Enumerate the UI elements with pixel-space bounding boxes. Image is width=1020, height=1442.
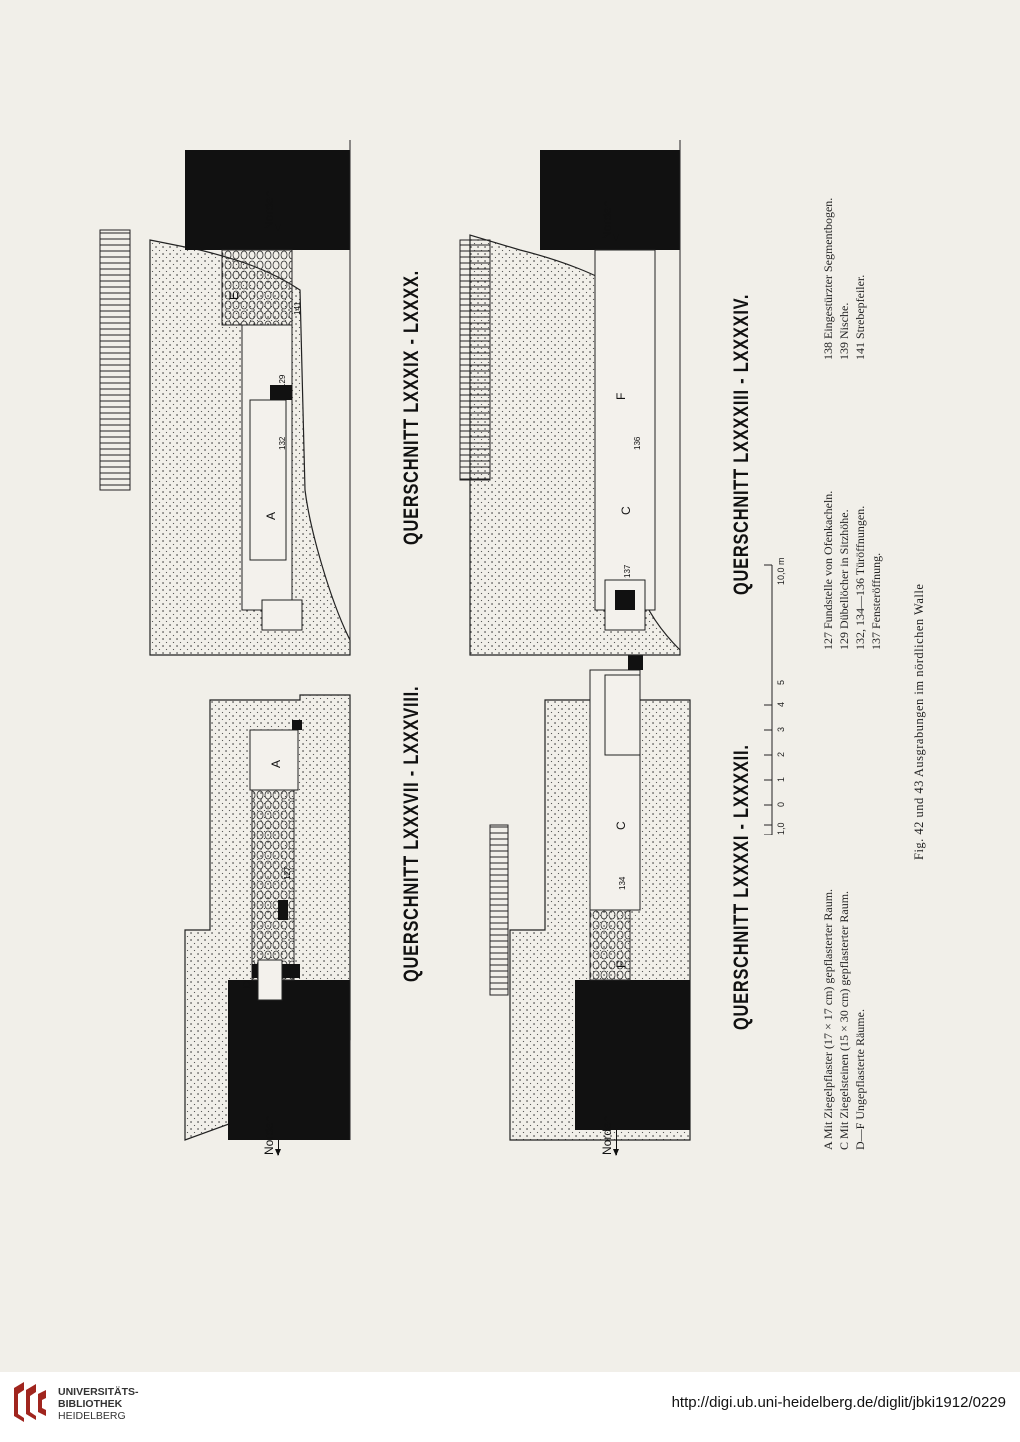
north-label: Norden — [600, 1115, 614, 1155]
legend-item: D—F Ungepflasterte Räume. — [853, 1009, 867, 1150]
north-arrow-icon — [278, 194, 279, 230]
legend-item: 137 Fensteröffnung. — [869, 552, 883, 650]
label-134: 134 — [618, 876, 627, 890]
legend-item: 129 Dübellöcher in Sitzhöhe. — [837, 509, 851, 650]
scale-tick-6: 5 — [776, 679, 786, 685]
scale-tick-4: 3 — [776, 726, 786, 732]
section-2-room-inner — [249, 399, 287, 561]
scale-tick-5: 4 — [776, 701, 786, 707]
library-name-line3: HEIDELBERG — [58, 1410, 126, 1422]
label-e: E — [227, 292, 241, 300]
section-3-cobble — [589, 909, 631, 981]
library-name-line1: UNIVERSITÄTS- — [58, 1386, 139, 1398]
label-136: 136 — [633, 436, 642, 450]
legend-item: 132, 134—136 Türöffnungen. — [853, 505, 867, 650]
north-label: Norden — [262, 1115, 276, 1155]
scale-tick-7: 10,0 m — [776, 557, 786, 585]
scale-tick-1: 0 — [776, 801, 786, 807]
legend-mid: 127 Fundstelle von Ofenkacheln. 129 Dübe… — [820, 491, 884, 650]
legend-item: 138 Eingestürzter Segmentbogen. — [821, 197, 835, 360]
scale-bar-line — [764, 564, 773, 836]
section-2-stollen-box — [261, 599, 303, 631]
section-4-room — [594, 249, 656, 611]
legend-item: A Mit Ziegelpflaster (17 × 17 cm) gepfla… — [821, 888, 835, 1150]
north-arrow-icon — [616, 204, 617, 240]
label-132: 132 — [278, 436, 287, 450]
section-1-masonry-north — [228, 980, 350, 1140]
section-4-wall-block — [615, 590, 635, 610]
label-129: 129 — [278, 374, 287, 388]
section-1-drawing — [184, 694, 351, 1141]
section-4-railing — [459, 239, 491, 481]
section-title-3: QUERSCHNITT LXXXXI - LXXXXII. — [730, 744, 753, 1030]
rotated-plate: D A 127 E A 129 132 141 C F 134 C F 136 … — [0, 0, 1020, 1250]
legend-left: A Mit Ziegelpflaster (17 × 17 cm) gepfla… — [820, 889, 868, 1150]
legend-item: 141 Strebepfeiler. — [853, 274, 867, 360]
section-1-pillar — [278, 900, 288, 920]
label-d: D — [242, 981, 253, 988]
label-127: 127 — [283, 866, 292, 880]
figure-caption: Fig. 42 und 43 Ausgrabungen im nördliche… — [912, 583, 926, 860]
section-3-masonry — [575, 980, 690, 1130]
section-1-door — [257, 959, 283, 1001]
section-4-drawing — [459, 140, 681, 656]
scale-tick-2: 1 — [776, 776, 786, 782]
north-arrow-1: Norden — [262, 1116, 279, 1155]
section-1-small-block — [292, 720, 302, 730]
section-title-4: QUERSCHNITT LXXXXIII - LXXXXIV. — [730, 293, 753, 595]
north-arrow-icon — [278, 1119, 279, 1155]
section-3-wall-block — [628, 655, 643, 670]
cross-section-drawings: D A 127 E A 129 132 141 C F 134 C F 136 … — [99, 140, 691, 1141]
label-f2: F — [614, 393, 628, 400]
scale-tick-0: 1,0 — [776, 822, 786, 835]
section-2-railing — [99, 229, 131, 491]
section-1-room-a — [249, 729, 299, 791]
label-a2: A — [264, 512, 278, 520]
section-3-stollen-box — [604, 674, 641, 756]
label-c: C — [614, 821, 628, 830]
north-arrow-4: Norden — [600, 201, 617, 240]
library-name-line2: BIBLIOTHEK — [58, 1398, 123, 1410]
section-title-1: QUERSCHNITT LXXXVII - LXXXVIII. — [400, 685, 423, 982]
source-url[interactable]: http://digi.ub.uni-heidelberg.de/diglit/… — [671, 1394, 1006, 1411]
section-3-drawing — [489, 655, 691, 1141]
section-2-drawing — [99, 140, 351, 656]
section-4-masonry — [540, 150, 680, 250]
section-2-wall-block — [270, 385, 292, 400]
footer-bar: UNIVERSITÄTS- BIBLIOTHEK HEIDELBERG http… — [0, 1372, 1020, 1442]
scale-tick-3: 2 — [776, 751, 786, 757]
legend-item: 139 Nische. — [837, 302, 851, 360]
north-arrow-icon — [616, 1119, 617, 1155]
label-137: 137 — [623, 564, 632, 578]
label-141: 141 — [293, 301, 302, 315]
scale-bar: 1,0 0 1 2 3 4 5 10,0 m — [760, 555, 790, 836]
label-a: A — [269, 760, 283, 768]
legend-item: C Mit Ziegelsteinen (15 × 30 cm) gepflas… — [837, 890, 851, 1150]
north-arrow-3: Norden — [600, 1116, 617, 1155]
north-label: Norden — [262, 190, 276, 230]
label-f: F — [614, 961, 628, 968]
university-library-logo-icon — [14, 1382, 46, 1422]
section-1-cobble-floor — [251, 789, 295, 981]
north-arrow-2: Norden — [262, 191, 279, 230]
section-3-railing — [489, 824, 509, 996]
legend-right: 138 Eingestürzter Segmentbogen. 139 Nisc… — [820, 198, 868, 360]
section-2-cobble — [221, 249, 293, 326]
section-2-masonry — [185, 150, 350, 250]
library-name: UNIVERSITÄTS- BIBLIOTHEK HEIDELBERG — [58, 1386, 139, 1422]
label-c2: C — [619, 506, 633, 515]
page-scan: D A 127 E A 129 132 141 C F 134 C F 136 … — [0, 0, 1020, 1372]
section-title-2: QUERSCHNITT LXXXIX - LXXXX. — [400, 270, 423, 545]
north-label: Norden — [600, 200, 614, 240]
legend-item: 127 Fundstelle von Ofenkacheln. — [821, 490, 835, 650]
